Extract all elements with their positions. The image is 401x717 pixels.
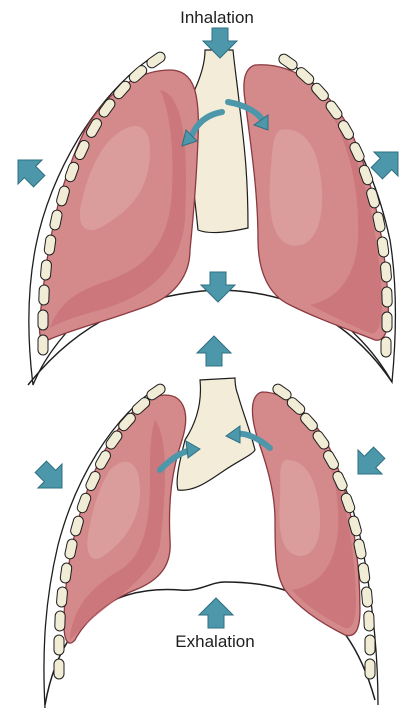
block-arrow-icon [199, 598, 233, 628]
block-arrow-icon [201, 272, 235, 302]
inhalation-label: Inhalation [180, 8, 254, 28]
exhalation-panel [29, 336, 391, 708]
exhalation-label: Exhalation [175, 632, 254, 652]
block-arrow-icon [197, 336, 231, 366]
block-arrow-icon [6, 148, 51, 193]
inhalation-panel [6, 28, 401, 385]
block-arrow-icon [346, 441, 391, 486]
block-arrow-icon [29, 455, 74, 500]
